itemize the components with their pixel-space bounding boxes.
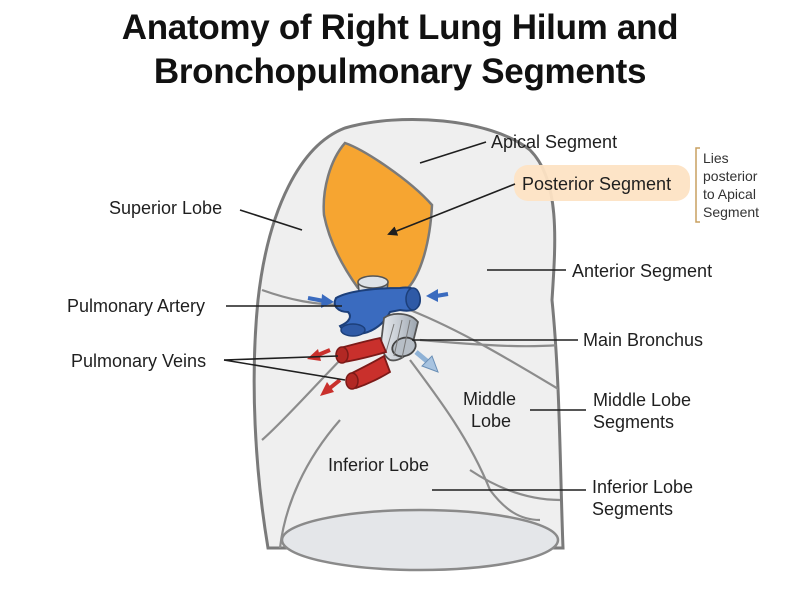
arrow-red-icon [320, 378, 342, 396]
leader-posterior [387, 183, 516, 236]
label-inferior-lobe: Inferior Lobe [328, 455, 429, 475]
page-title: Anatomy of Right Lung Hilum and Bronchop… [0, 6, 800, 94]
pulmonary-vein-lower [348, 354, 392, 390]
label-pulmonary-artery: Pulmonary Artery [67, 296, 205, 316]
label-inferior-lobe-segments-line1: Inferior Lobe [592, 477, 693, 497]
arrow-left-blue-icon [426, 289, 449, 302]
note-line-3: to Apical [703, 186, 756, 202]
label-apical-segment: Apical Segment [491, 132, 617, 152]
label-middle-lobe-line1: Middle [463, 389, 516, 409]
note-line-1: Lies [703, 150, 729, 166]
leader-apical [419, 141, 487, 164]
fissure-oblique-upper [409, 359, 492, 491]
vein-lower-end [345, 372, 359, 390]
leader-veins-a [223, 355, 339, 361]
label-posterior-segment: Posterior Segment [522, 174, 671, 194]
label-middle-lobe-segments-line1: Middle Lobe [593, 390, 691, 410]
note-line-4: Segment [703, 204, 759, 220]
fissure-base-right [489, 489, 541, 522]
label-main-bronchus: Main Bronchus [583, 330, 703, 350]
arrow-light-blue-icon [414, 350, 439, 373]
title-line-1: Anatomy of Right Lung Hilum and [121, 8, 679, 47]
leader-veins-b [223, 359, 346, 381]
arrow-right-blue-icon [307, 294, 334, 308]
artery-end-bottom [340, 323, 366, 337]
label-inferior-lobe-segments-line2: Segments [592, 499, 673, 519]
posterior-segment-highlight [514, 165, 690, 201]
title-line-2: Bronchopulmonary Segments [153, 52, 647, 91]
artery-end-right [405, 287, 421, 311]
fissure-lower-left [278, 419, 341, 548]
leader-superior [239, 209, 303, 231]
fissure-anterior [409, 308, 561, 391]
fissure-bronchus [419, 338, 561, 348]
fissure-lower-right [469, 469, 561, 502]
label-pulmonary-veins: Pulmonary Veins [71, 351, 206, 371]
lung-base [280, 508, 560, 572]
vein-upper-end [335, 346, 349, 364]
note-line-2: posterior [703, 168, 758, 184]
label-middle-lobe-line2: Lobe [471, 411, 511, 431]
label-superior-lobe: Superior Lobe [109, 198, 222, 218]
arrow-red-icon [307, 348, 331, 361]
note-bracket [695, 147, 700, 223]
pulmonary-vein-upper [338, 336, 388, 364]
upper-bronchus-rim [357, 275, 389, 289]
label-anterior-segment: Anterior Segment [572, 261, 712, 281]
label-middle-lobe-segments-line2: Segments [593, 412, 674, 432]
